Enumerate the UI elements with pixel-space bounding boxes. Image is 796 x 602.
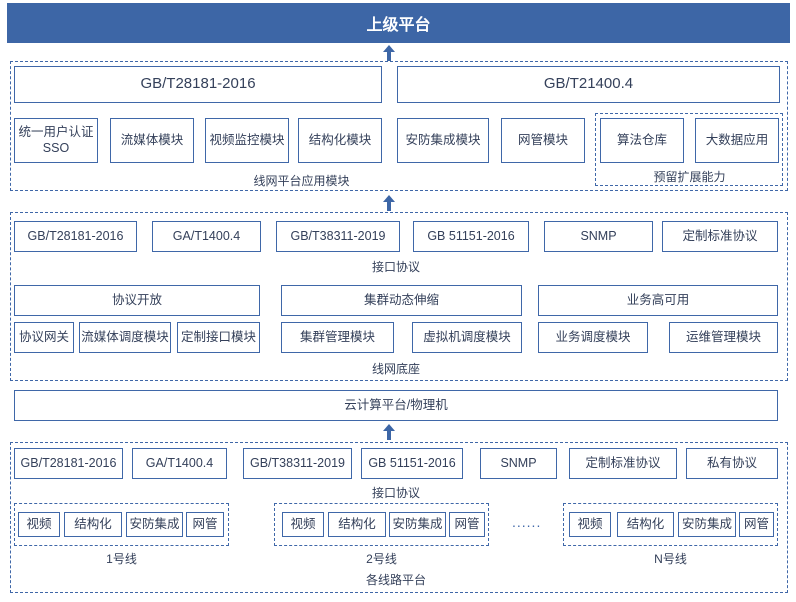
group-title-box: 业务高可用 — [538, 285, 778, 316]
group-title-box: 协议开放 — [14, 285, 260, 316]
line-1-group — [14, 503, 229, 546]
group-title-box: 集群动态伸缩 — [281, 285, 522, 316]
module-box: 结构化模块 — [298, 118, 382, 163]
protocol-box: GB 51151-2016 — [361, 448, 463, 479]
line-label: 2号线 — [366, 552, 397, 566]
standard-box: GB/T28181-2016 — [14, 66, 382, 103]
protocol-box: SNMP — [544, 221, 653, 252]
line-item-box: 安防集成 — [126, 512, 183, 537]
line-n-group — [563, 503, 778, 546]
reserve-section — [595, 113, 783, 186]
lines-section — [10, 442, 788, 593]
standard-box: GB/T21400.4 — [397, 66, 780, 103]
line-item-box: 结构化 — [64, 512, 122, 537]
section-label: 线网平台应用模块 — [253, 174, 350, 188]
module-box: 视频监控模块 — [205, 118, 289, 163]
section-label: 各线路平台 — [365, 573, 426, 587]
protocol-box: GB/T28181-2016 — [14, 448, 123, 479]
upper-platform-bar: 上级平台 — [7, 3, 790, 43]
line-item-box: 结构化 — [328, 512, 386, 537]
line-2-group — [274, 503, 489, 546]
module-box: 安防集成模块 — [397, 118, 489, 163]
line-item-box: 视频 — [282, 512, 324, 537]
line-item-box: 视频 — [569, 512, 611, 537]
module-box: 流媒体模块 — [110, 118, 194, 163]
protocol-box: SNMP — [480, 448, 557, 479]
app-module-section — [10, 61, 788, 191]
line-item-box: 网管 — [449, 512, 485, 537]
ellipsis-dots: ...... — [512, 514, 542, 530]
protocol-box: GB/T38311-2019 — [276, 221, 400, 252]
protocol-box: 定制标准协议 — [569, 448, 677, 479]
protocol-box: 定制标准协议 — [662, 221, 778, 252]
base-section — [10, 212, 788, 381]
protocol-label: 接口协议 — [371, 260, 420, 274]
line-item-box: 视频 — [18, 512, 60, 537]
line-item-box: 安防集成 — [389, 512, 446, 537]
module-box: 虚拟机调度模块 — [412, 322, 522, 353]
line-item-box: 网管 — [739, 512, 774, 537]
section-label: 线网底座 — [371, 362, 420, 376]
cloud-platform-box: 云计算平台/物理机 — [14, 390, 778, 421]
protocol-box: 私有协议 — [686, 448, 778, 479]
line-item-box: 网管 — [186, 512, 224, 537]
module-box: 集群管理模块 — [281, 322, 394, 353]
protocol-box: GB 51151-2016 — [413, 221, 529, 252]
protocol-box: GB/T28181-2016 — [14, 221, 137, 252]
protocol-box: GA/T1400.4 — [132, 448, 227, 479]
module-box: 算法仓库 — [600, 118, 684, 163]
module-box: 业务调度模块 — [538, 322, 648, 353]
module-box: 定制接口模块 — [177, 322, 260, 353]
protocol-box: GB/T38311-2019 — [243, 448, 352, 479]
module-box: 网管模块 — [501, 118, 585, 163]
protocol-box: GA/T1400.4 — [152, 221, 261, 252]
arrow-up-icon — [383, 424, 395, 440]
module-box: 运维管理模块 — [669, 322, 778, 353]
module-box: 协议网关 — [14, 322, 74, 353]
arrow-up-icon — [383, 195, 395, 211]
module-box: 流媒体调度模块 — [79, 322, 171, 353]
line-label: 1号线 — [106, 552, 137, 566]
line-item-box: 结构化 — [617, 512, 674, 537]
module-box: 大数据应用 — [695, 118, 779, 163]
arrow-up-icon — [383, 45, 395, 61]
reserve-label: 预留扩展能力 — [653, 170, 726, 184]
line-item-box: 安防集成 — [678, 512, 736, 537]
module-box: 统一用户认证 SSO — [14, 118, 98, 163]
protocol-label: 接口协议 — [371, 486, 420, 500]
line-label: N号线 — [654, 552, 687, 566]
